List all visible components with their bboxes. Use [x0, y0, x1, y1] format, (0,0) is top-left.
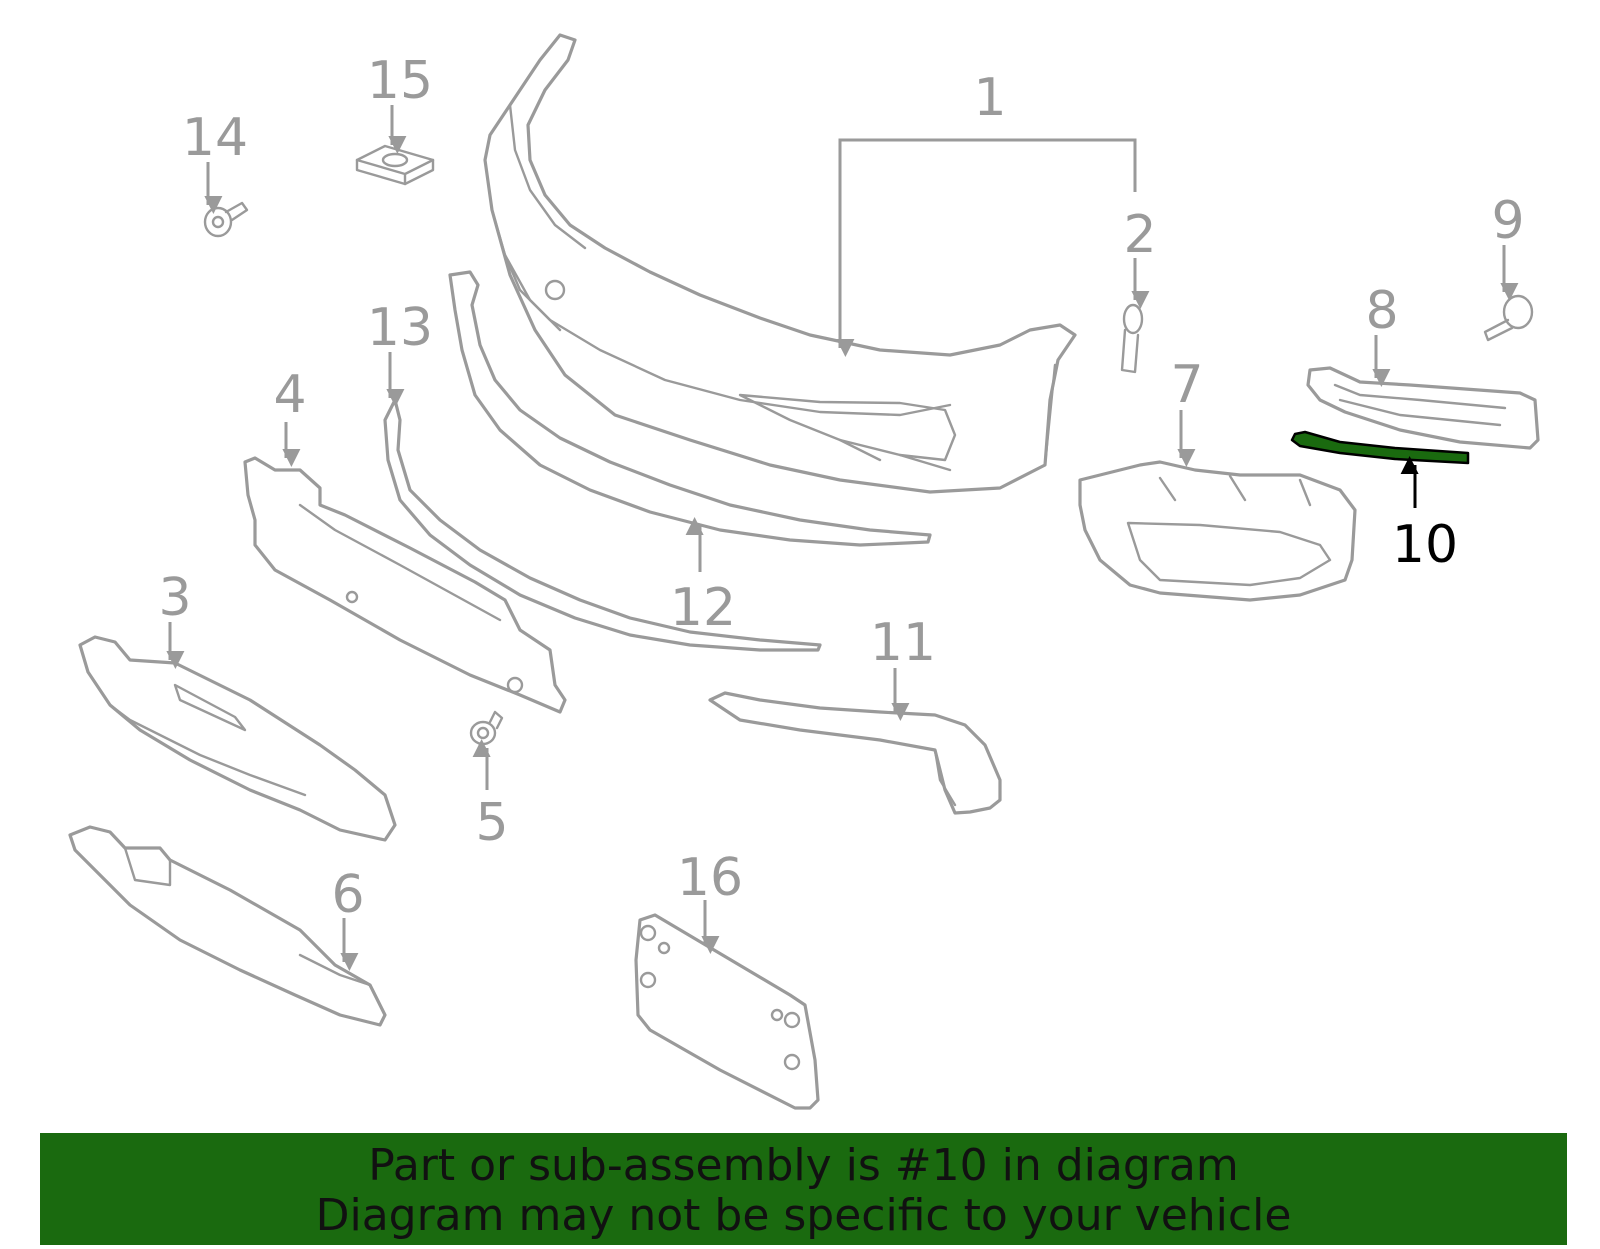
part-6-absorber-lower — [68, 825, 387, 1027]
part-15-nut — [355, 144, 435, 186]
callout-15: 15 — [367, 51, 433, 111]
banner-line-1: Part or sub-assembly is #10 in diagram — [368, 1140, 1239, 1191]
part-16-license-bracket — [634, 913, 820, 1110]
callout-4: 4 — [273, 365, 306, 425]
part-13-grille-molding — [383, 398, 822, 652]
part-12-lower-strip — [448, 270, 932, 547]
callout-16: 16 — [677, 848, 743, 908]
callout-12: 12 — [670, 578, 736, 638]
callout-11: 11 — [870, 613, 936, 673]
callout-8: 8 — [1365, 281, 1398, 341]
callout-6: 6 — [331, 865, 364, 925]
part-2-clip — [1120, 303, 1144, 374]
callout-9: 9 — [1491, 191, 1524, 251]
parts-diagram: 1 2 3 4 5 6 7 8 9 10 11 12 13 14 15 16 — [68, 33, 1540, 1110]
banner-line-2: Diagram may not be specific to your vehi… — [315, 1190, 1292, 1241]
part-9-screw — [1483, 294, 1534, 342]
part-5-fastener — [469, 710, 504, 746]
callout-1: 1 — [973, 68, 1006, 128]
part-10-highlighted-strip — [1290, 430, 1470, 465]
callout-14: 14 — [182, 108, 248, 168]
part-8-bracket — [1306, 366, 1540, 450]
part-1-bumper-cover — [483, 33, 1077, 494]
callout-5: 5 — [475, 793, 508, 853]
callout-2: 2 — [1123, 205, 1156, 265]
callout-10: 10 — [1392, 515, 1458, 575]
part-11-side-bracket — [708, 691, 1002, 815]
callout-labels: 1 2 3 4 5 6 7 8 9 10 11 12 13 14 15 16 — [158, 51, 1524, 925]
leader-lines — [166, 105, 1519, 971]
part-7-fog-bezel — [1078, 460, 1357, 602]
callout-7: 7 — [1170, 355, 1203, 415]
part-3-absorber — [78, 635, 397, 842]
part-14-push-pin — [203, 201, 249, 238]
part-4-reinforcement — [243, 456, 567, 714]
info-banner: Part or sub-assembly is #10 in diagram D… — [40, 1133, 1567, 1245]
callout-13: 13 — [367, 298, 433, 358]
callout-3: 3 — [158, 568, 191, 628]
